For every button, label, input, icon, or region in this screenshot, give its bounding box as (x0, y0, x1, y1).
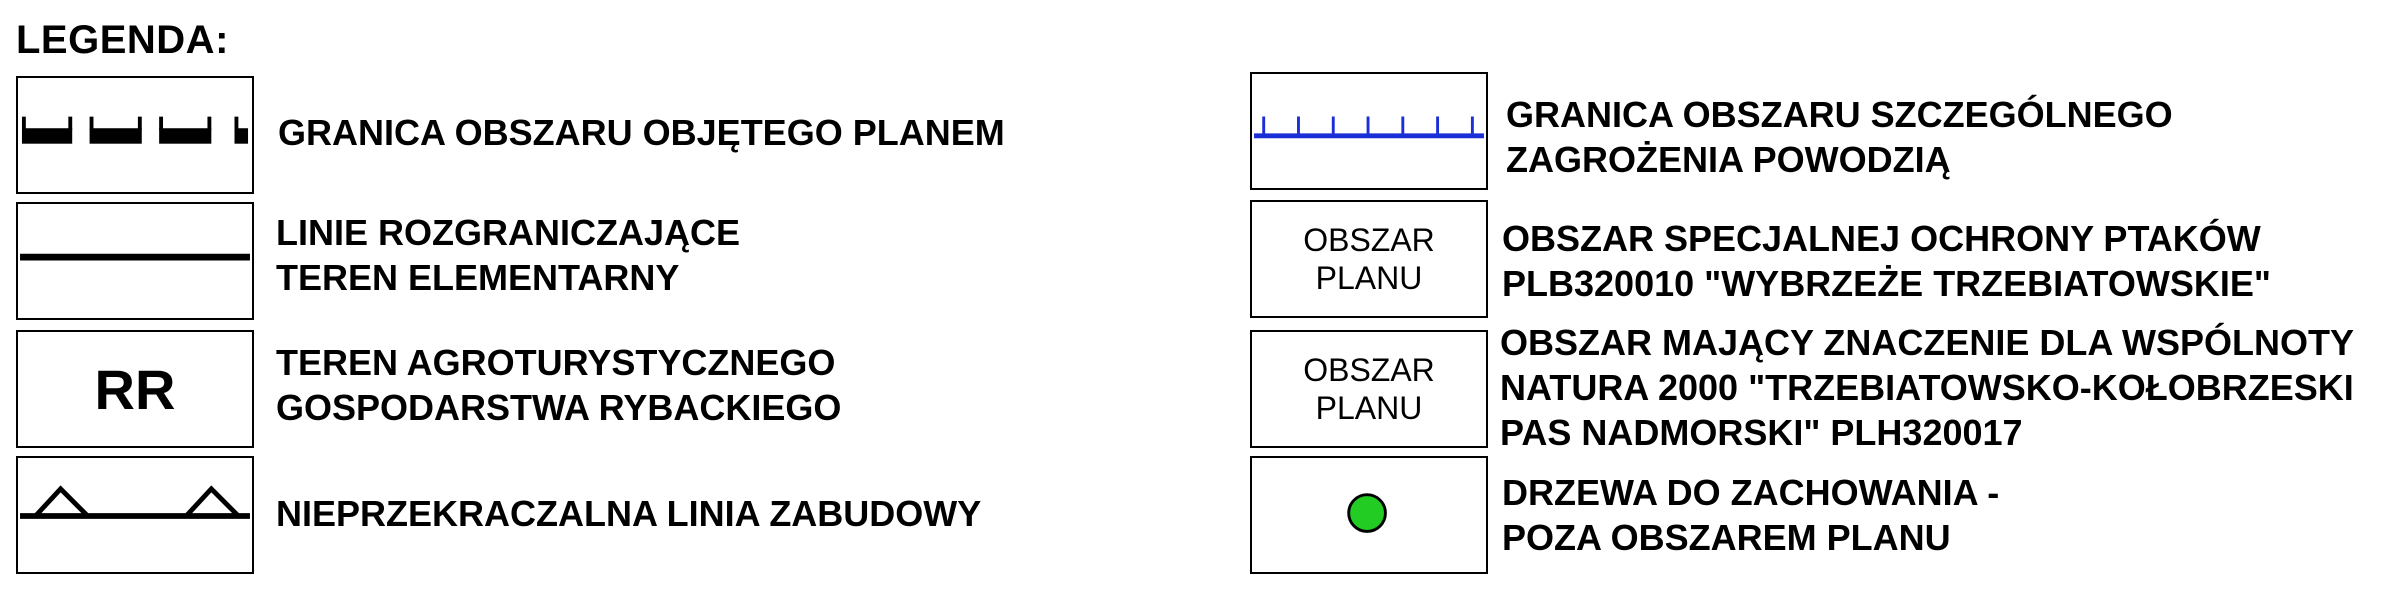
symbol-bird-protection: OBSZAR PLANU (1250, 200, 1488, 318)
swatch-text-line: PLANU (1315, 260, 1423, 296)
symbol-rr: RR (16, 330, 254, 448)
dashed-boundary-icon (21, 116, 249, 144)
legend-label-natura-2000: OBSZAR MAJĄCY ZNACZENIE DLA WSPÓLNOTY NA… (1500, 322, 2355, 453)
legend-label-plan-boundary: GRANICA OBSZARU OBJĘTEGO PLANEM (278, 112, 1005, 153)
legend-label-dividing-lines: LINIE ROZGRANICZAJĄCE TEREN ELEMENTARNY (276, 212, 741, 298)
green-dot-icon (1347, 493, 1387, 533)
symbol-flood-boundary (1250, 72, 1488, 190)
legend-label-trees: DRZEWA DO ZACHOWANIA - POZA OBSZAREM PLA… (1502, 472, 2000, 558)
symbol-building-line (16, 456, 254, 574)
swatch-text-line: PLANU (1315, 390, 1423, 426)
legend-label-agrotourism: TEREN AGROTURYSTYCZNEGO GOSPODARSTWA RYB… (276, 342, 842, 428)
symbol-plan-boundary (16, 76, 254, 194)
blue-ticked-line-icon (1254, 116, 1484, 139)
legend-label-flood-boundary: GRANICA OBSZARU SZCZEGÓLNEGO ZAGROŻENIA … (1506, 94, 2173, 180)
rr-symbol-text: RR (94, 357, 176, 421)
legend-title: LEGENDA: (16, 18, 229, 62)
legend-label-building-line: NIEPRZEKRACZALNA LINIA ZABUDOWY (276, 493, 982, 534)
symbol-dividing-lines (16, 202, 254, 320)
triangle-building-line-icon (20, 485, 250, 519)
swatch-text-line: OBSZAR (1303, 352, 1435, 388)
symbol-natura-2000: OBSZAR PLANU (1250, 330, 1488, 448)
symbol-trees (1250, 456, 1488, 574)
swatch-text-line: OBSZAR (1303, 222, 1435, 258)
legend-label-bird-protection: OBSZAR SPECJALNEJ OCHRONY PTAKÓW PLB3200… (1502, 218, 2271, 304)
solid-line-icon (20, 253, 250, 261)
